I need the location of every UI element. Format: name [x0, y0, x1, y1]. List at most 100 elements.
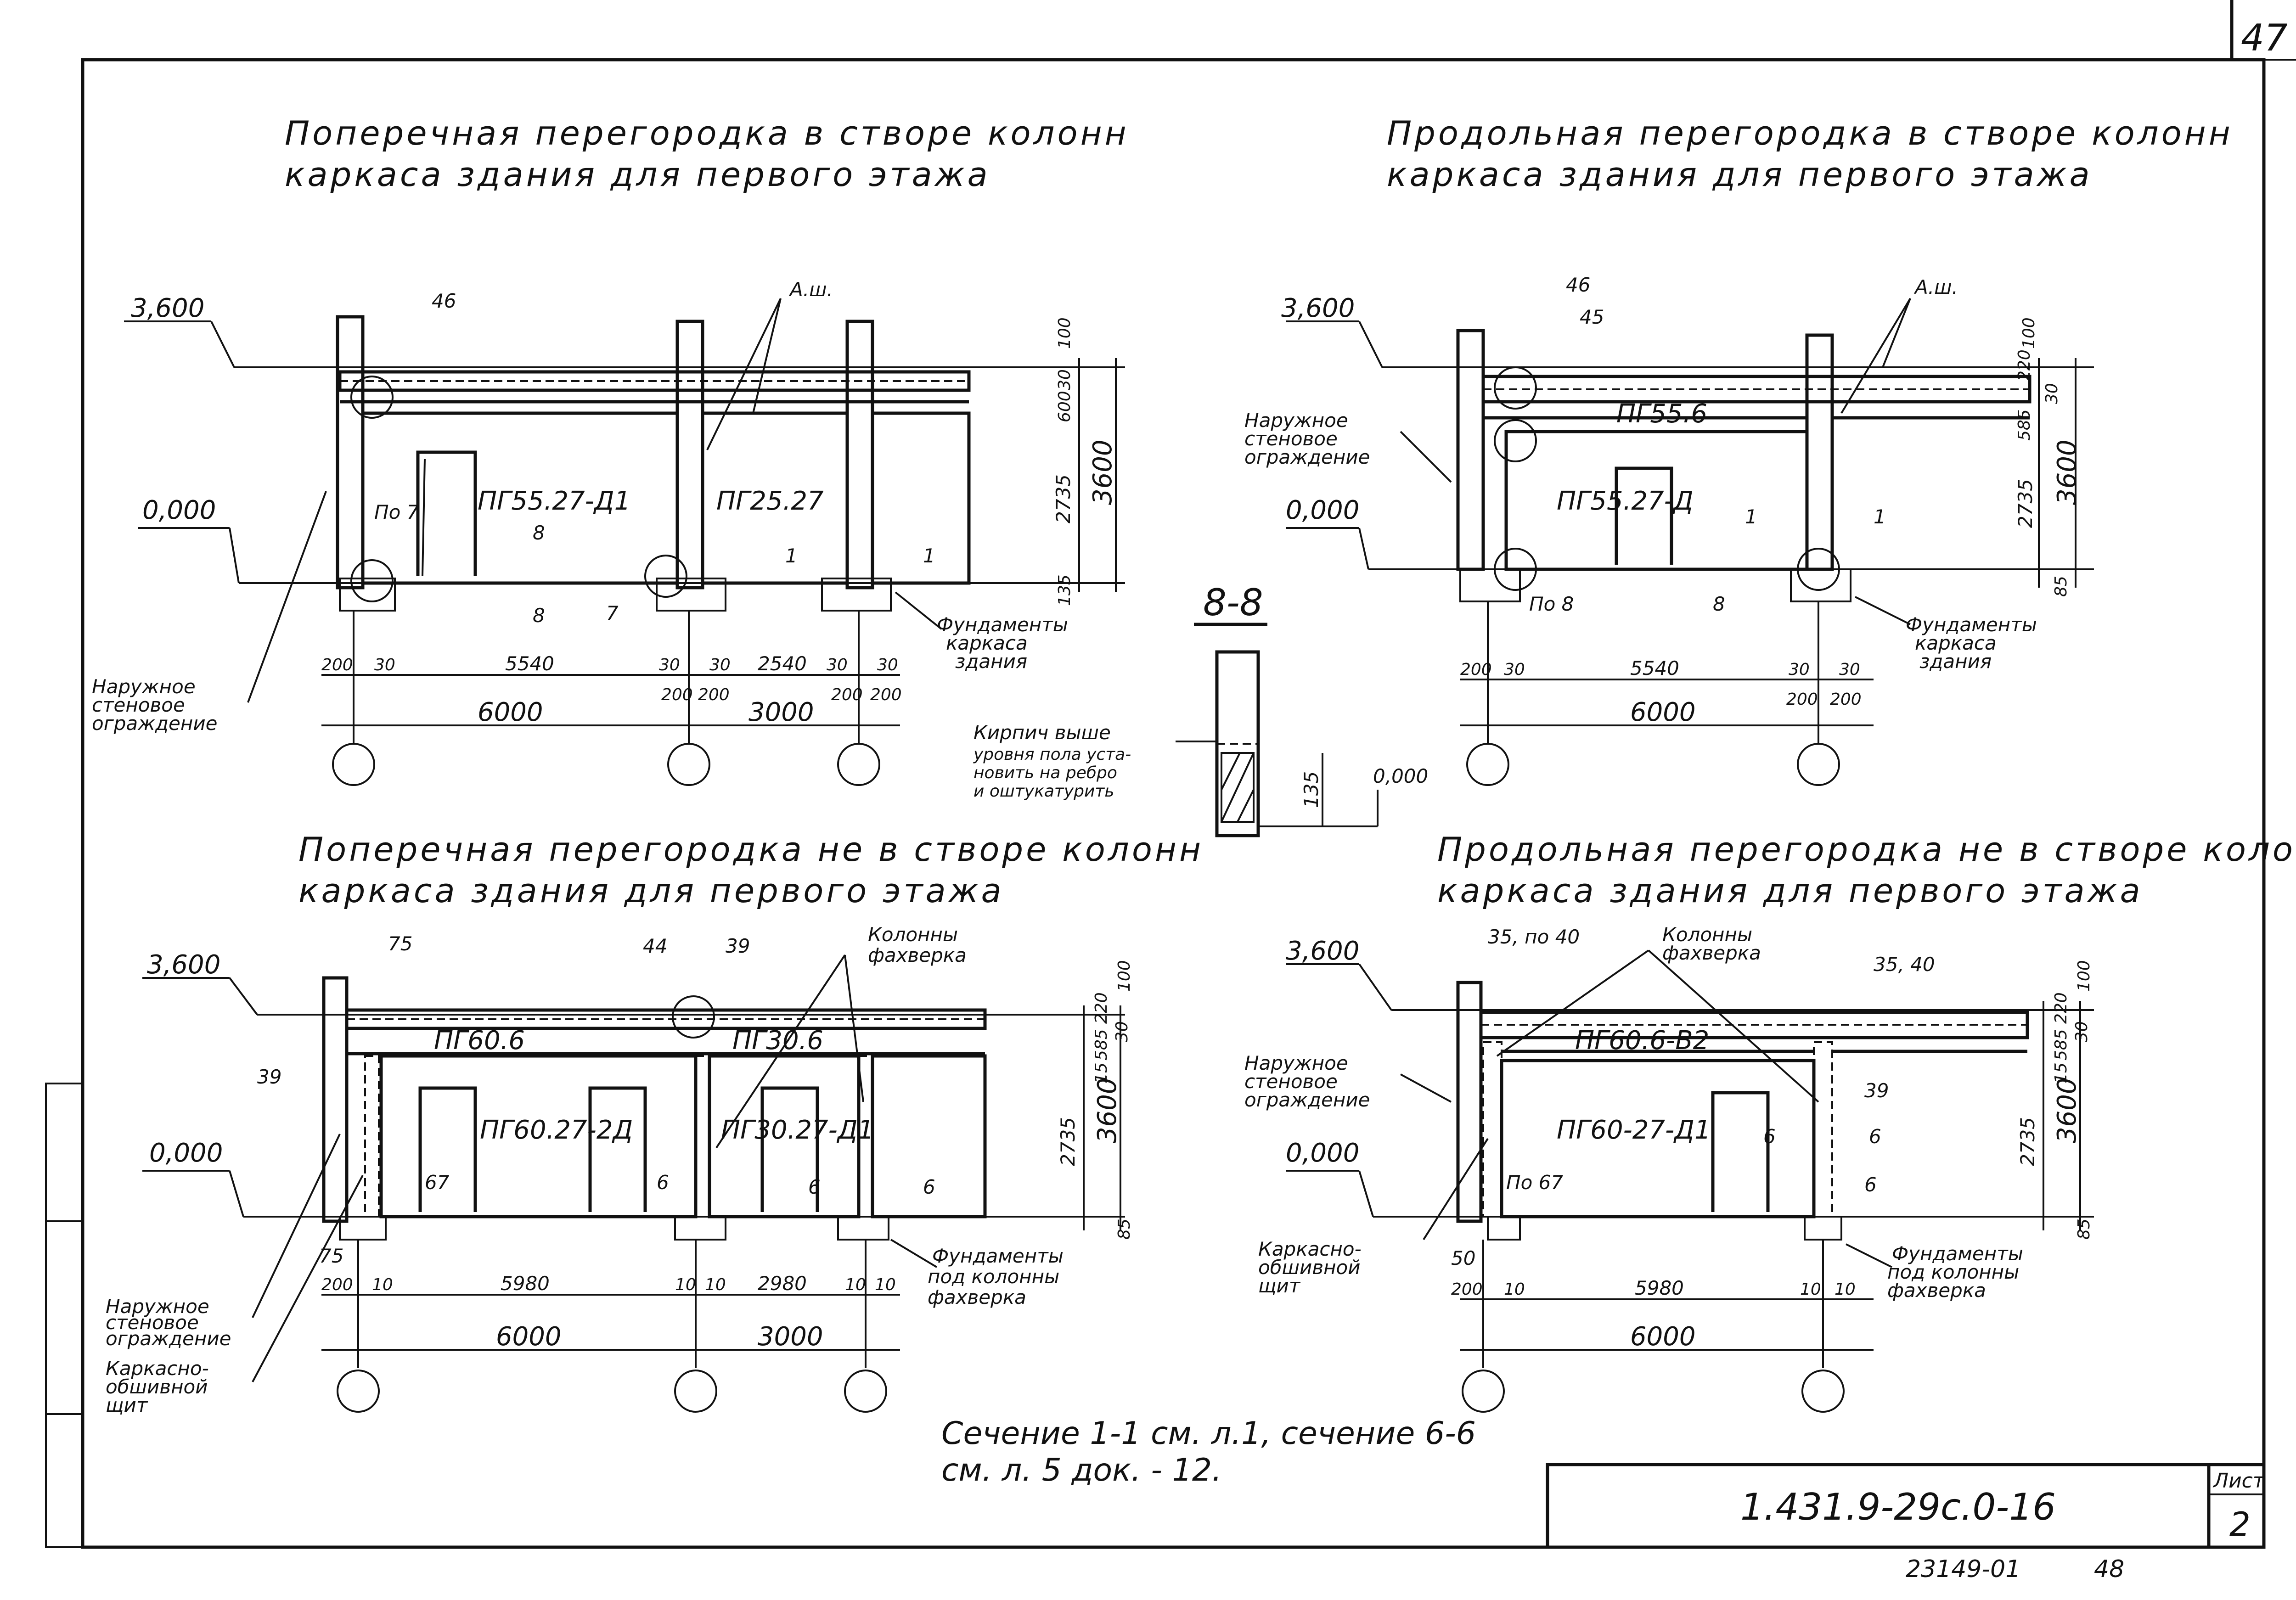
v2-dim-30c: 30 — [1839, 660, 1860, 679]
v1-dim-5540: 5540 — [505, 652, 554, 675]
v1-found-3: здания — [955, 650, 1027, 673]
v3-wall-3: ограждение — [106, 1327, 231, 1350]
v1-dim-right-100: 100 — [1055, 317, 1074, 349]
v4-callout-po67: По 67 — [1506, 1171, 1563, 1194]
view-2-labels: 3,600 0,000 46 45 А.ш. Наружное стеновое… — [1244, 274, 2082, 727]
v4-wall-3: ограждение — [1244, 1089, 1370, 1111]
v3-callout-39a: 39 — [726, 935, 750, 957]
v4-callout-35-40b: 35, 40 — [1874, 953, 1935, 976]
v3-panel-note-2: обшивной — [106, 1375, 208, 1398]
v4-dim-right-220: 220 — [2052, 992, 2071, 1024]
v2-dim-right-2735: 2735 — [2014, 479, 2037, 528]
v4-dim-right-2735: 2735 — [2016, 1117, 2039, 1166]
v3-callout-6a: 6 — [657, 1171, 669, 1194]
v3-dim-10a: 10 — [372, 1275, 393, 1294]
v3-panel-3: ПГ60.27-2Д — [480, 1115, 633, 1145]
v4-dim-200: 200 — [1451, 1280, 1483, 1299]
v2-panel-2: ПГ55.27-Д — [1557, 486, 1694, 516]
v4-panel-note-1: Каркасно- — [1258, 1238, 1362, 1260]
view-3-title-2: каркаса здания для первого этажа — [298, 871, 1004, 910]
v1-dim-right-3600: 3600 — [1088, 439, 1118, 505]
v4-col-2: фахверка — [1662, 942, 1761, 964]
v4-callout-35-40: 35, по 40 — [1488, 926, 1580, 948]
v4-dim-5980: 5980 — [1635, 1277, 1684, 1299]
v3-dim-right-85: 85 — [1115, 1218, 1134, 1240]
v2-dim-right-85: 85 — [2052, 576, 2071, 597]
v3-wall-1: Наружное — [106, 1295, 209, 1318]
v2-anchor: А.ш. — [1913, 276, 1958, 298]
v4-panel-note-2: обшивной — [1258, 1256, 1361, 1279]
v4-dim-10a: 10 — [1504, 1280, 1525, 1299]
v1-dim-right-600: 600 — [1055, 391, 1074, 422]
v4-dim-right-15: 15 — [2052, 1062, 2071, 1084]
v1-section-1a: 1 — [785, 545, 798, 567]
v4-dim-right-3600: 3600 — [2052, 1078, 2082, 1143]
view-4-title-1: Продольная перегородка не в створе колон… — [1437, 830, 2296, 869]
v1-dim-2540: 2540 — [758, 652, 807, 675]
v2-dim-right-585: 585 — [2015, 409, 2034, 441]
v3-dim-200: 200 — [321, 1275, 353, 1294]
section-8-8-note-2: уровня пола уста- — [973, 745, 1131, 764]
v4-dim-right-85: 85 — [2075, 1218, 2093, 1240]
v3-dim-right-220: 220 — [1092, 992, 1111, 1024]
section-8-8-dim: 135 — [1300, 771, 1322, 808]
section-8-8-level: 0,000 — [1373, 765, 1428, 787]
v1-section-8a: 8 — [533, 522, 545, 544]
v3-col-1: Колонны — [868, 923, 958, 946]
v3-dim-10c: 10 — [705, 1275, 726, 1294]
v3-dim-right-30: 30 — [1113, 1021, 1131, 1042]
section-8-8-note-1: Кирпич выше — [974, 721, 1111, 744]
view-2-title-1: Продольная перегородка в створе колонн — [1387, 114, 2233, 152]
view-1-drawing — [124, 298, 1125, 786]
section-8-8-note-4: и оштукатурить — [974, 782, 1114, 801]
v4-dim-10c: 10 — [1835, 1280, 1856, 1299]
v4-found-2: под колонны — [1887, 1261, 2019, 1283]
page-number-top: 47 — [2241, 17, 2288, 59]
document-code: 1.431.9-29с.0-16 — [1740, 1486, 2056, 1528]
v2-dim-6000: 6000 — [1630, 697, 1696, 727]
view-4-labels: 3,600 0,000 35, по 40 Колонны фахверка 3… — [1244, 923, 2093, 1352]
v3-dim-5980: 5980 — [501, 1272, 550, 1295]
v4-dim-right-585: 585 — [2052, 1029, 2071, 1061]
view-3-drawing — [142, 954, 1125, 1413]
v3-dim-right-585: 585 — [1092, 1029, 1111, 1061]
v3-dim-10d: 10 — [845, 1275, 866, 1294]
v3-section-6a: 6 — [808, 1176, 821, 1198]
v4-dim-right-30: 30 — [2072, 1021, 2091, 1042]
v3-col-2: фахверка — [868, 944, 967, 966]
v1-panel-2: ПГ25.27 — [716, 486, 824, 516]
v1-found-1: Фундаменты — [937, 613, 1068, 636]
v4-dim-10b: 10 — [1800, 1280, 1821, 1299]
v3-callout-75b: 75 — [319, 1245, 343, 1267]
v1-dim-right-135: 135 — [1055, 574, 1074, 606]
v1-dim-200d: 200 — [831, 685, 863, 704]
v3-dim-10b: 10 — [675, 1275, 696, 1294]
v4-section-6a: 6 — [1763, 1125, 1776, 1148]
v2-found-2: каркаса — [1915, 632, 1997, 654]
v3-found-2: под колонны — [928, 1265, 1059, 1288]
inventory-number: 23149-01 — [1906, 1555, 2020, 1583]
v1-dim-30a: 30 — [374, 656, 395, 674]
v4-callout-6: 6 — [1864, 1173, 1877, 1196]
v2-callout-45: 45 — [1580, 306, 1604, 328]
v4-wall-2: стеновое — [1244, 1070, 1338, 1093]
v2-dim-200c: 200 — [1830, 690, 1862, 709]
note-line-2: см. л. 5 док. - 12. — [941, 1452, 1222, 1488]
v4-dim-right-100: 100 — [2075, 960, 2093, 992]
v1-callout-46: 46 — [432, 290, 456, 312]
v1-wall-1: Наружное — [92, 675, 196, 698]
v1-found-2: каркаса — [946, 632, 1028, 654]
v3-callout-67: 67 — [425, 1171, 450, 1194]
view-4-title-2: каркаса здания для первого этажа — [1437, 871, 2143, 910]
view-2-title-2: каркаса здания для первого этажа — [1387, 155, 2093, 194]
v4-found-3: фахверка — [1887, 1279, 1986, 1302]
v3-panel-2: ПГ30.6 — [732, 1026, 823, 1055]
v3-dim-3000: 3000 — [758, 1322, 823, 1352]
v2-level-top: 3,600 — [1281, 293, 1355, 323]
v2-dim-right-100: 100 — [2020, 317, 2038, 349]
view-1-title-2: каркаса здания для первого этажа — [285, 155, 990, 194]
v3-panel-note-3: щит — [106, 1394, 148, 1416]
v1-level-zero: 0,000 — [142, 495, 216, 525]
v2-dim-30b: 30 — [1789, 660, 1810, 679]
v1-dim-200c: 200 — [698, 685, 730, 704]
